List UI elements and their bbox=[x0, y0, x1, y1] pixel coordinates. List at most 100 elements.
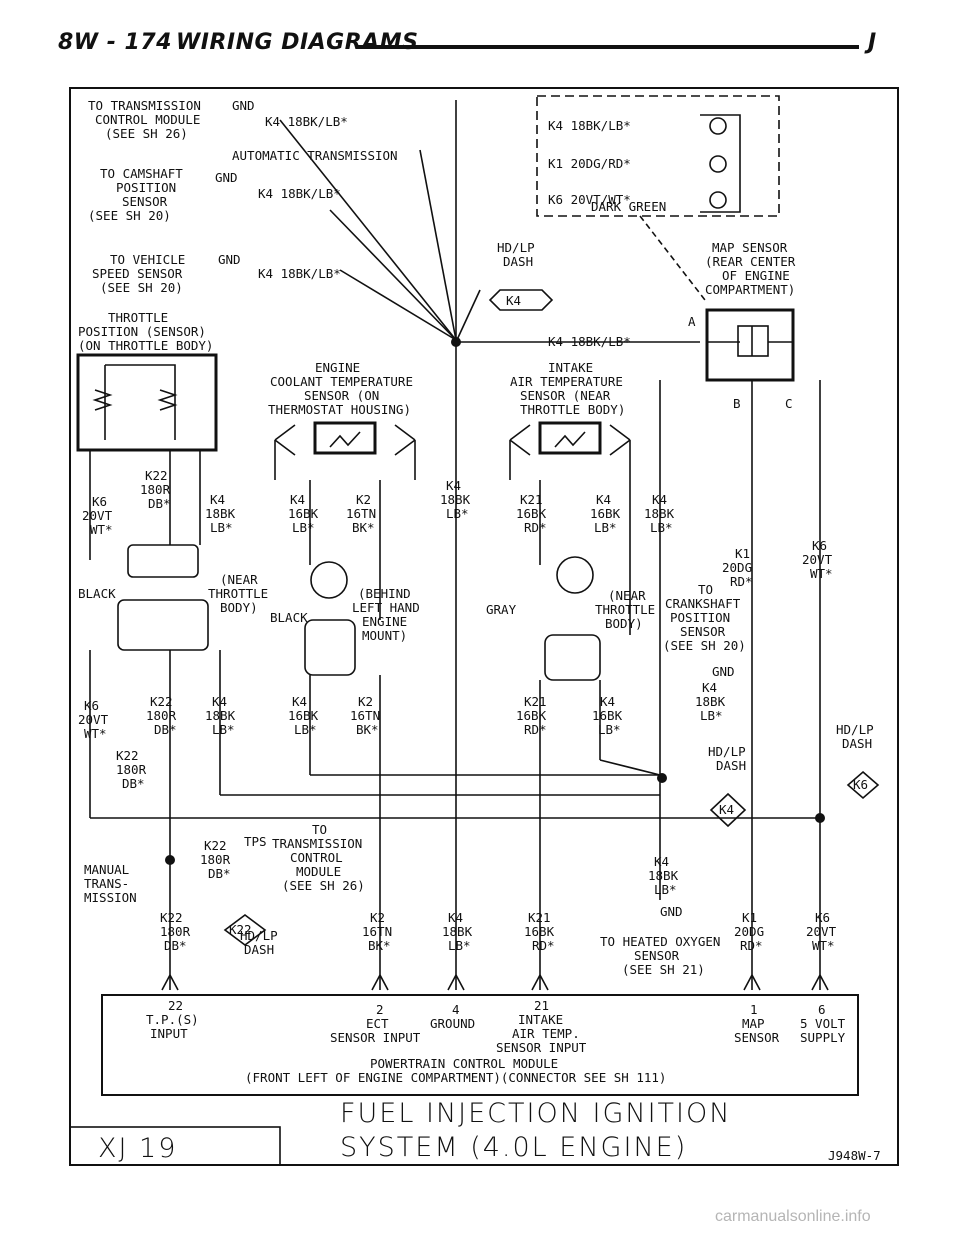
pcm-pin-2-t1: ECT bbox=[366, 1016, 389, 1031]
w-k6-b2: 20VT bbox=[802, 552, 833, 567]
near-tb-b3: BODY) bbox=[605, 616, 643, 631]
crank-5: (SEE SH 20) bbox=[663, 638, 746, 653]
w-k2-c2: 16TN bbox=[362, 924, 392, 939]
behind-3: ENGINE bbox=[362, 614, 407, 629]
w-k4-a2: 18BK bbox=[205, 506, 236, 521]
hdlp-right-1: HD/LP bbox=[836, 722, 874, 737]
w-k21-a3: RD* bbox=[524, 520, 547, 535]
splice-k6 bbox=[815, 813, 825, 823]
vss-1: TO VEHICLE bbox=[110, 252, 185, 267]
header-rule bbox=[357, 45, 859, 49]
w-k4-c1: K4 bbox=[446, 478, 461, 493]
w-k21-a1: K21 bbox=[520, 492, 543, 507]
tps-2: POSITION (SENSOR) bbox=[78, 324, 206, 339]
cam-4: (SEE SH 20) bbox=[88, 208, 171, 223]
w-k4-g1: K4 bbox=[212, 694, 227, 709]
trans-module-2: CONTROL MODULE bbox=[95, 112, 200, 127]
page-label: 8W - 174 bbox=[58, 30, 172, 55]
w-k22-d3: DB* bbox=[208, 866, 231, 881]
w-k4-f1: K4 bbox=[702, 680, 717, 695]
w-k6-d1: K6 bbox=[815, 910, 830, 925]
gray: GRAY bbox=[486, 602, 517, 617]
w-k4-e2: 18BK bbox=[644, 506, 675, 521]
map-4: COMPARTMENT) bbox=[705, 282, 795, 297]
iat-connector-lower bbox=[544, 634, 601, 681]
model-box bbox=[69, 1126, 281, 1166]
w-k1-b3: RD* bbox=[740, 938, 763, 953]
hdlp-right-2: DASH bbox=[842, 736, 872, 751]
splice-dash bbox=[657, 773, 667, 783]
map-3: OF ENGINE bbox=[722, 268, 790, 283]
k22-tag-shape bbox=[223, 914, 267, 946]
w-k2-a1: K2 bbox=[356, 492, 371, 507]
w-k6-b3: WT* bbox=[810, 566, 833, 581]
w-k22-c3: DB* bbox=[122, 776, 145, 791]
hdlp-top-2: DASH bbox=[503, 254, 533, 269]
w-k2-b1: K2 bbox=[358, 694, 373, 709]
near-tb-3: BODY) bbox=[220, 600, 258, 615]
trans-module-3: (SEE SH 26) bbox=[105, 126, 188, 141]
manual-2: TRANS- bbox=[84, 876, 129, 891]
pcm-pin-4: 4 bbox=[452, 1002, 460, 1017]
iat-4: THROTTLE BODY) bbox=[520, 402, 625, 417]
pin-b: B bbox=[733, 396, 741, 411]
manual-1: MANUAL bbox=[84, 862, 129, 877]
pcm-name: POWERTRAIN CONTROL MODULE bbox=[370, 1056, 558, 1071]
w-k21-b1: K21 bbox=[524, 694, 547, 709]
w-k2-c3: BK* bbox=[368, 938, 391, 953]
iat-2: AIR TEMPERATURE bbox=[510, 374, 623, 389]
w-k21-b3: RD* bbox=[524, 722, 547, 737]
ect-connector-upper bbox=[310, 561, 348, 599]
w-k4-h1: K4 bbox=[292, 694, 307, 709]
w-k4-g2: 18BK bbox=[205, 708, 236, 723]
hdlp-top-1: HD/LP bbox=[497, 240, 535, 255]
tcm-5: (SEE SH 26) bbox=[282, 878, 365, 893]
pcm-pin-21-t3: SENSOR INPUT bbox=[496, 1040, 587, 1055]
w-k1-a2: 20DG bbox=[722, 560, 752, 575]
k4-tag-top: K4 bbox=[506, 293, 521, 308]
ect-4: THERMOSTAT HOUSING) bbox=[268, 402, 411, 417]
map-pin-1: K4 18BK/LB* bbox=[548, 118, 631, 133]
w-k4-k1: K4 bbox=[448, 910, 463, 925]
auto-trans: AUTOMATIC TRANSMISSION bbox=[232, 148, 398, 163]
w-k6-a3: WT* bbox=[90, 522, 113, 537]
w-k2-b3: BK* bbox=[356, 722, 379, 737]
tcm-1: TO bbox=[312, 822, 327, 837]
map-connector-box bbox=[536, 95, 780, 217]
w-k6-c1: K6 bbox=[84, 698, 99, 713]
footer-title-1: FUEL INJECTION IGNITION bbox=[340, 1098, 731, 1129]
pcm-pin-1-t1: MAP bbox=[742, 1016, 765, 1031]
w-k4-j1: K4 bbox=[654, 854, 669, 869]
map-2: (REAR CENTER bbox=[705, 254, 796, 269]
w-k21-c1: K21 bbox=[528, 910, 551, 925]
o2-2: SENSOR bbox=[634, 948, 680, 963]
w-k4-i1: K4 bbox=[600, 694, 615, 709]
w-k6-b1: K6 bbox=[812, 538, 827, 553]
map-pin-2: K1 20DG/RD* bbox=[548, 156, 631, 171]
pcm-pin-21: 21 bbox=[534, 998, 549, 1013]
behind-4: MOUNT) bbox=[362, 628, 407, 643]
w-k22-a3: DB* bbox=[148, 496, 171, 511]
crank-3: POSITION bbox=[670, 610, 730, 625]
ect-2: COOLANT TEMPERATURE bbox=[270, 374, 413, 389]
w-k22-a1: K22 bbox=[145, 468, 168, 483]
map-sensor-box bbox=[705, 308, 795, 382]
near-tb-b1: (NEAR bbox=[608, 588, 646, 603]
k4-label-3: K4 18BK/LB* bbox=[258, 266, 341, 281]
w-k1-b2: 20DG bbox=[734, 924, 764, 939]
k4-label-2: K4 18BK/LB* bbox=[258, 186, 341, 201]
pcm-pin-6-t2: SUPPLY bbox=[800, 1030, 846, 1045]
w-k22-d2: 180R bbox=[200, 852, 231, 867]
cam-3: SENSOR bbox=[122, 194, 168, 209]
black-1: BLACK bbox=[78, 586, 116, 601]
vss-3: (SEE SH 20) bbox=[100, 280, 183, 295]
tcm-4: MODULE bbox=[296, 864, 341, 879]
section-title: WIRING DIAGRAMS bbox=[176, 30, 419, 55]
w-k4-k2: 18BK bbox=[442, 924, 473, 939]
pcm-pin-2: 2 bbox=[376, 1002, 384, 1017]
w-k4-i2: 16BK bbox=[592, 708, 623, 723]
pcm-pin-21-t2: AIR TEMP. bbox=[512, 1026, 580, 1041]
w-k4-i3: LB* bbox=[598, 722, 621, 737]
pcm-pin-22-t1: T.P.(S) bbox=[146, 1012, 199, 1027]
ect-1: ENGINE bbox=[315, 360, 360, 375]
